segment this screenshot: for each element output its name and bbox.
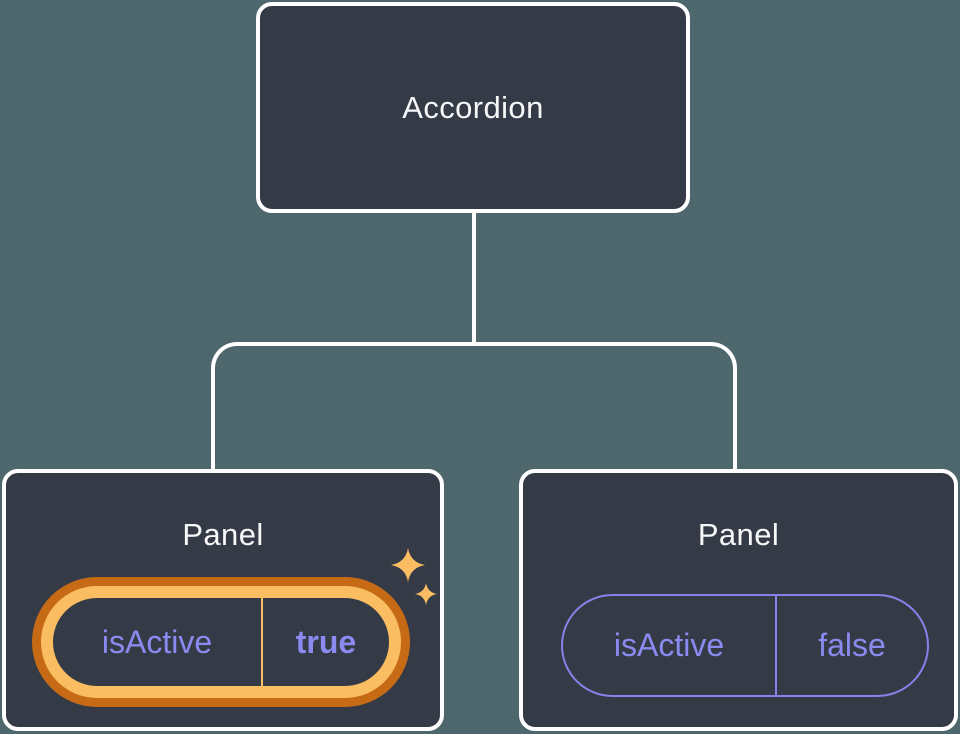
- panel-node-inactive: Panel isActive false: [519, 469, 958, 731]
- prop-pill-active-highlight-ring: isActive true: [32, 577, 410, 707]
- connector-branch: [211, 342, 737, 470]
- prop-name: isActive: [613, 627, 725, 663]
- prop-name-cell: isActive: [53, 598, 261, 686]
- prop-value-cell: true: [263, 598, 389, 686]
- prop-value: false: [818, 627, 886, 663]
- panel-inactive-label: Panel: [697, 517, 780, 552]
- prop-name: isActive: [101, 623, 213, 660]
- prop-pill-active-inner-ring: isActive true: [41, 586, 401, 698]
- prop-pill-active: isActive true: [53, 598, 389, 686]
- sparkles-icon: [391, 548, 437, 605]
- accordion-node: Accordion: [256, 2, 690, 213]
- pill-divider: [261, 598, 263, 686]
- prop-value: true: [295, 623, 357, 660]
- prop-value-cell: false: [777, 596, 927, 695]
- prop-name-cell: isActive: [563, 596, 775, 695]
- prop-pill-inactive: isActive false: [561, 594, 929, 697]
- pill-divider: [775, 596, 777, 695]
- accordion-node-label: Accordion: [402, 89, 544, 125]
- connector-stem: [472, 210, 476, 346]
- panel-node-active: Panel isActive true: [2, 469, 444, 731]
- panel-active-label: Panel: [182, 517, 264, 552]
